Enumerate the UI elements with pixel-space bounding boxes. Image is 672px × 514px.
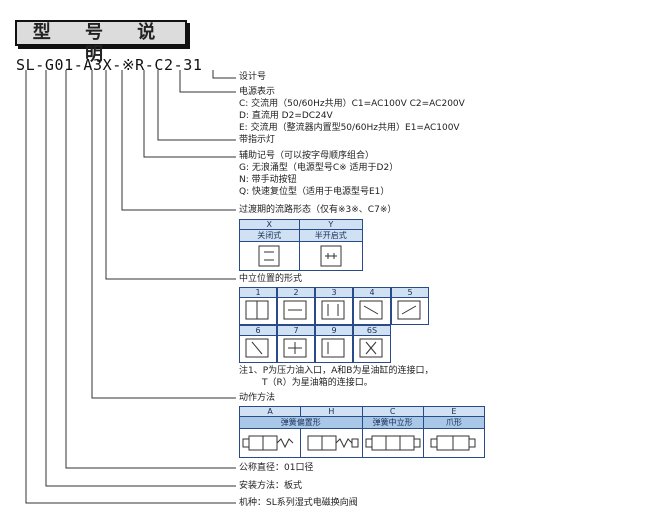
semi-open-symbol [298,241,364,271]
neutral-type-3: 3 [315,287,353,325]
closed-type-symbol [239,241,300,271]
aux-line-g: G: 无浪涌型（电源型号C※ 适用于D2） [239,163,399,173]
valve-icon [359,300,383,320]
neutral-label-7: 7 [278,326,314,336]
power-line-d: D: 直流用 D2=DC24V [239,111,333,121]
action-symbol-h [300,428,363,458]
neutral-label-1: 1 [240,288,276,298]
action-group-spring-center: 弹簧中立形 [361,416,424,429]
action-heading: 动作方法 [239,393,276,403]
neutral-type-2: 2 [277,287,315,325]
neutral-label-5: 5 [392,288,428,298]
neutral-label-2: 2 [278,288,314,298]
valve-icon [359,338,383,358]
neutral-type-6: 6 [239,325,277,363]
neutral-type-1: 1 [239,287,277,325]
valve-icon [245,300,269,320]
aux-line-n: N: 带手动按钮 [239,175,297,185]
valve-icon [397,300,421,320]
action-col-a: A [238,406,302,417]
action-symbol-e [422,428,486,458]
transition-col-x: X [239,219,300,230]
action-col-e: E [422,406,486,417]
model-code: SL-G01-A3X-※R-C2-31 [16,56,203,74]
power-line-e: E: 交流用（整流器内置型50/60Hz共用）E1=AC100V [239,123,460,133]
design-number-label: 设计号 [239,72,267,82]
neutral-note-line2: T（R）为星油箱的连接口。 [262,378,373,388]
valve-icon [321,300,345,320]
action-col-h: H [300,406,363,417]
neutral-note-line1: 注1、P为压力油入口，A和B为星油缸的连接口， [239,366,434,376]
aux-line-q: Q: 快速复位型（适用于电源型号E1） [239,187,390,197]
power-line-c: C: 交流用（50/60Hz共用）C1=AC100V C2=AC200V [239,99,465,109]
indicator-label: 带指示灯 [239,135,276,145]
valve-icon [283,300,307,320]
neutral-type-6s: 6S [353,325,391,363]
neutral-label-3: 3 [316,288,352,298]
action-group-spring-offset: 弹簧偏置形 [239,416,363,429]
neutral-type-4: 4 [353,287,391,325]
valve-icon [321,338,345,358]
valve-icon [245,338,269,358]
size-label: 公称直径：01口径 [239,463,314,473]
action-symbol-c [361,428,424,458]
aux-heading: 辅助记号（可以按字母顺序组合） [239,151,375,161]
power-heading: 电源表示 [239,87,276,97]
action-table: A H C E 弹簧偏置形 弹簧中立形 爪形 [238,406,486,458]
neutral-type-5: 5 [391,287,429,325]
neutral-label-4: 4 [354,288,390,298]
neutral-type-7: 7 [277,325,315,363]
transition-heading: 过渡期的流路形态（仅有※3※、C7※） [239,205,397,215]
neutral-type-9: 9 [315,325,353,363]
action-symbol-a [238,428,302,458]
neutral-label-6: 6 [240,326,276,336]
transition-col-y: Y [298,219,364,230]
type-label: 机种：SL系列湿式电磁换向阀 [239,498,358,508]
page-title: 型 号 说 明 [15,20,187,65]
neutral-heading: 中立位置的形式 [239,274,303,284]
neutral-label-6s: 6S [354,326,390,336]
valve-icon [283,338,307,358]
action-group-detent: 爪形 [422,416,486,429]
transition-name-x: 关闭式 [239,229,300,242]
neutral-label-9: 9 [316,326,352,336]
transition-name-y: 半开启式 [298,229,364,242]
transition-table: X Y 关闭式 半开启式 [239,219,364,271]
action-col-c: C [361,406,424,417]
mount-label: 安装方法：板式 [239,481,303,491]
